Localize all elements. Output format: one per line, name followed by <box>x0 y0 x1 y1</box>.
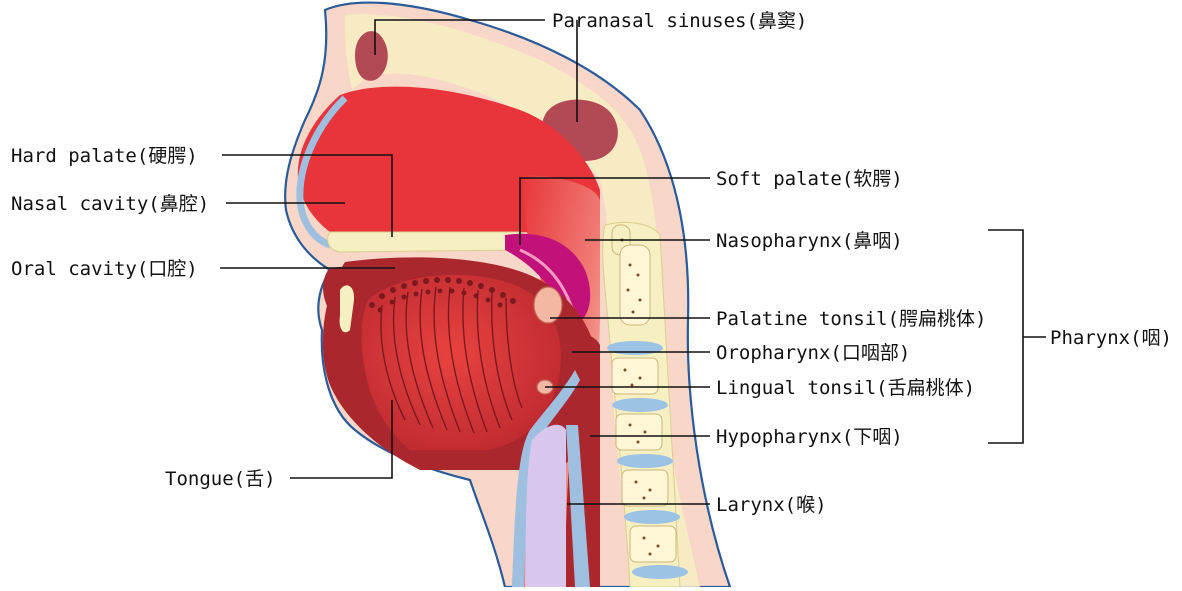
label-oral-cavity: Oral cavity(口腔) <box>11 258 198 280</box>
label-larynx: Larynx(喉) <box>716 494 827 516</box>
label-nasal-cavity: Nasal cavity(鼻腔) <box>11 193 209 215</box>
pharynx-bracket <box>988 230 1046 443</box>
label-palatine-tonsil: Palatine tonsil(腭扁桃体) <box>716 308 986 330</box>
label-soft-palate: Soft palate(软腭) <box>716 168 903 190</box>
label-lingual-tonsil: Lingual tonsil(舌扁桃体) <box>716 377 975 399</box>
label-paranasal-sinuses: Paranasal sinuses(鼻窦) <box>552 10 807 32</box>
label-tongue: Tongue(舌) <box>165 468 276 490</box>
label-oropharynx: Oropharynx(口咽部) <box>716 342 910 364</box>
hard-palate <box>328 232 527 252</box>
label-pharynx: Pharynx(咽) <box>1050 327 1172 349</box>
larynx-region <box>525 425 566 587</box>
label-hard-palate: Hard palate(硬腭) <box>11 145 198 167</box>
label-nasopharynx: Nasopharynx(鼻咽) <box>716 230 903 252</box>
label-hypopharynx: Hypopharynx(下咽) <box>716 426 903 448</box>
